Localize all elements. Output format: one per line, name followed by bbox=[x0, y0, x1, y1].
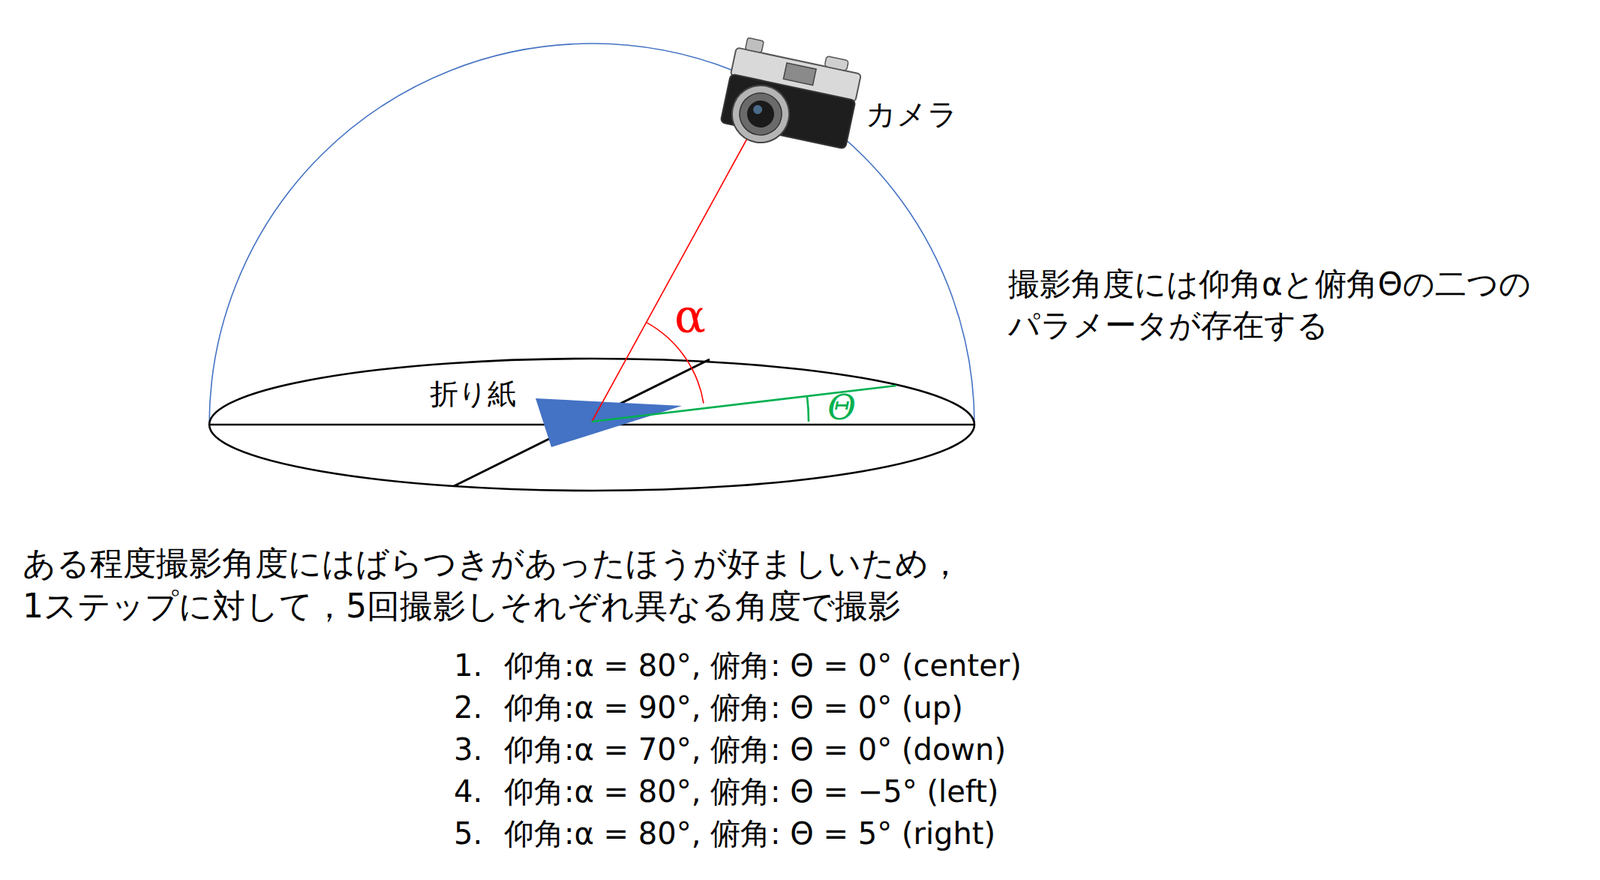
camera-icon bbox=[717, 36, 864, 161]
depression-arc bbox=[807, 396, 809, 422]
angle-setting: 仰角:α = 80°, 俯角: Θ = 0° (center) bbox=[504, 645, 1022, 685]
angle-setting: 仰角:α = 80°, 俯角: Θ = −5° (left) bbox=[504, 771, 999, 811]
list-number: 1. bbox=[453, 645, 483, 685]
angle-setting: 仰角:α = 70°, 俯角: Θ = 0° (down) bbox=[504, 729, 1006, 769]
parameter-note: 撮影角度には仰角αと俯角Θの二つの パラメータが存在する bbox=[1008, 264, 1557, 346]
angle-setting: 仰角:α = 80°, 俯角: Θ = 5° (right) bbox=[504, 813, 996, 853]
camera-knob bbox=[824, 56, 849, 72]
list-number: 4. bbox=[453, 771, 483, 811]
angle-setting: 仰角:α = 90°, 俯角: Θ = 0° (up) bbox=[504, 687, 964, 727]
camera-body bbox=[720, 74, 856, 150]
camera-lens bbox=[735, 89, 786, 139]
camera-lens-highlight bbox=[752, 104, 763, 115]
hemisphere-arc bbox=[209, 43, 975, 425]
list-number: 3. bbox=[453, 729, 483, 769]
list-number: 2. bbox=[453, 687, 483, 727]
camera-lens-ring bbox=[726, 80, 795, 148]
camera-lens-glass bbox=[744, 98, 778, 131]
depression-symbol: Θ bbox=[827, 392, 856, 424]
list-number: 5. bbox=[453, 813, 483, 853]
origami-triangle bbox=[535, 398, 682, 448]
ground-ellipse bbox=[209, 358, 975, 491]
camera-window bbox=[783, 63, 817, 86]
camera-knob bbox=[744, 37, 764, 53]
shooting-note: ある程度撮影角度にはばらつきがあったほうが好ましいため， 1ステップに対して，5… bbox=[22, 541, 961, 628]
camera-label: カメラ bbox=[865, 94, 958, 134]
camera-ray bbox=[591, 114, 761, 422]
elevation-symbol: α bbox=[674, 293, 706, 340]
origami-label: 折り紙 bbox=[429, 375, 517, 413]
